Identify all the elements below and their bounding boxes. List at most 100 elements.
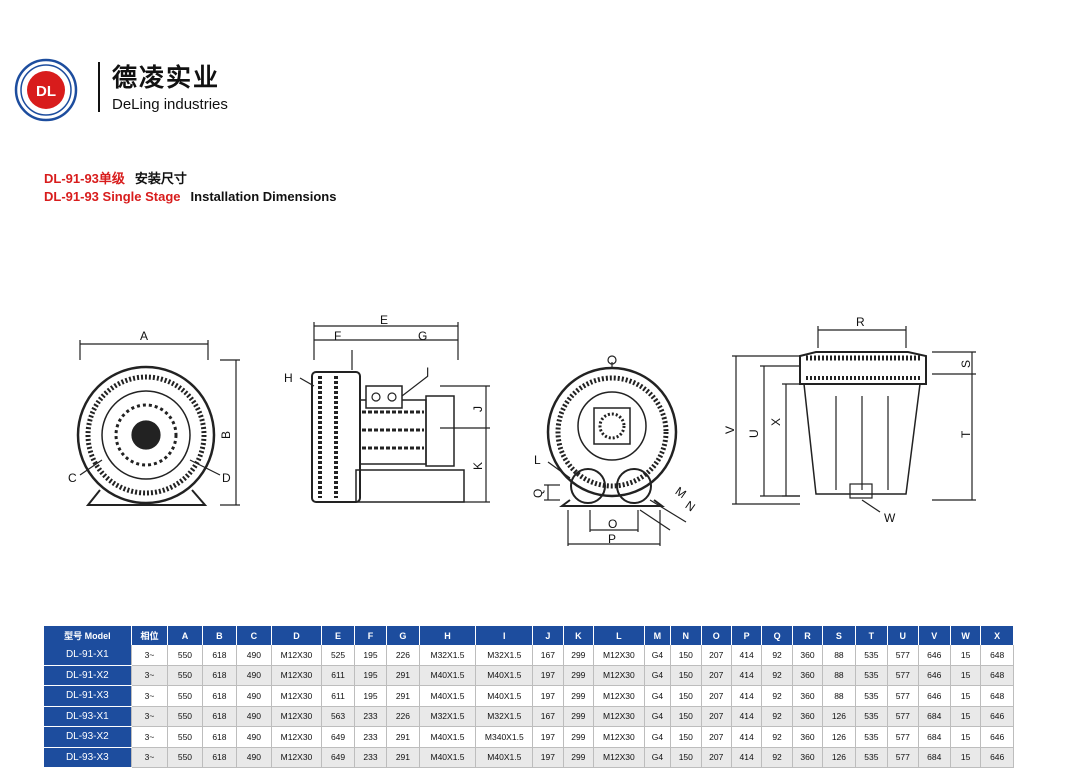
model-cell: DL-91-X3 (44, 685, 132, 707)
table-cell: M12X30 (271, 726, 323, 748)
table-cell: 291 (386, 665, 420, 686)
table-cell: M12X30 (271, 665, 323, 686)
column-header: W (950, 626, 982, 645)
table-cell: 646 (980, 726, 1014, 748)
table-cell: 646 (980, 706, 1014, 727)
table-cell: M12X30 (593, 665, 645, 686)
table-cell: M40X1.5 (475, 685, 534, 707)
table-cell: 3~ (131, 645, 169, 666)
table-cell: 577 (887, 726, 919, 748)
dim-label-b: B (219, 431, 233, 439)
model-cell: DL-93-X1 (44, 706, 132, 727)
table-cell: 88 (822, 665, 856, 686)
dim-label-k: K (471, 462, 485, 470)
table-cell: 684 (918, 726, 951, 748)
table-cell: 3~ (131, 665, 169, 686)
table-cell: G4 (644, 706, 672, 727)
column-header: O (701, 626, 732, 645)
table-cell: 618 (202, 747, 238, 768)
table-cell: M12X30 (593, 685, 645, 707)
table-cell: 197 (532, 665, 564, 686)
table-cell: 207 (701, 665, 732, 686)
table-cell: 299 (563, 726, 595, 748)
table-cell: 92 (761, 685, 793, 707)
table-cell: 15 (950, 706, 982, 727)
table-cell: 195 (354, 665, 388, 686)
table-cell: 360 (792, 747, 824, 768)
inlet-view-drawing (544, 355, 687, 546)
table-cell: 167 (532, 706, 564, 727)
model-cell: DL-91-X1 (44, 645, 132, 666)
table-cell: M12X30 (271, 685, 323, 707)
table-cell: 684 (918, 747, 951, 768)
dim-label-x: X (769, 418, 783, 426)
column-header: 型号 Model (44, 626, 132, 645)
table-cell: 197 (532, 726, 564, 748)
dim-label-j: J (471, 406, 485, 412)
table-cell: 150 (670, 645, 702, 666)
table-cell: 490 (236, 747, 272, 768)
table-cell: 414 (731, 706, 763, 727)
table-cell: 648 (980, 685, 1014, 707)
table-cell: 15 (950, 747, 982, 768)
company-name-cn: 德凌实业 (112, 63, 221, 92)
table-cell: 414 (731, 685, 763, 707)
table-cell: 490 (236, 645, 272, 666)
table-cell: M40X1.5 (475, 665, 534, 686)
table-cell: 92 (761, 645, 793, 666)
table-cell: 150 (670, 665, 702, 686)
table-cell: M40X1.5 (419, 685, 477, 707)
table-cell: 611 (321, 665, 355, 686)
table-cell: 207 (701, 726, 732, 748)
table-cell: 646 (980, 747, 1014, 768)
table-cell: 550 (167, 747, 203, 768)
table-cell: 648 (980, 665, 1014, 686)
logo-divider (98, 62, 100, 112)
table-cell: 3~ (131, 747, 169, 768)
logo-text: DL (36, 83, 56, 100)
model-cell: DL-91-X2 (44, 665, 132, 686)
table-cell: 15 (950, 665, 982, 686)
dim-label-l: L (534, 453, 541, 467)
table-cell: 88 (822, 645, 856, 666)
company-name-en: DeLing industries (112, 96, 228, 113)
dim-label-g: G (418, 329, 427, 343)
side-view-drawing (299, 322, 490, 503)
column-header: J (532, 626, 564, 645)
column-header: X (980, 626, 1014, 645)
table-cell: 3~ (131, 726, 169, 748)
table-cell: G4 (644, 747, 672, 768)
column-header: I (475, 626, 534, 645)
column-header: H (419, 626, 477, 645)
table-cell: 648 (980, 645, 1014, 666)
table-cell: M12X30 (593, 645, 645, 666)
table-cell: 299 (563, 747, 595, 768)
table-cell: 167 (532, 645, 564, 666)
table-cell: 646 (918, 645, 951, 666)
table-cell: 414 (731, 726, 763, 748)
table-cell: 490 (236, 665, 272, 686)
column-header: S (822, 626, 856, 645)
table-cell: 92 (761, 747, 793, 768)
dim-label-p: P (608, 532, 616, 546)
column-header: N (670, 626, 702, 645)
table-cell: M32X1.5 (475, 645, 534, 666)
title-cn-subject: 安装尺寸 (134, 171, 187, 186)
dim-label-n: N (683, 498, 698, 514)
table-cell: 92 (761, 665, 793, 686)
table-cell: 15 (950, 645, 982, 666)
dim-label-w: W (884, 511, 896, 525)
dim-label-m: M (673, 484, 689, 501)
table-cell: 299 (563, 645, 595, 666)
table-cell: 490 (236, 706, 272, 727)
table-cell: M32X1.5 (475, 706, 534, 727)
table-cell: 207 (701, 645, 732, 666)
table-cell: M40X1.5 (419, 665, 477, 686)
table-cell: 618 (202, 726, 238, 748)
table-cell: 88 (822, 685, 856, 707)
